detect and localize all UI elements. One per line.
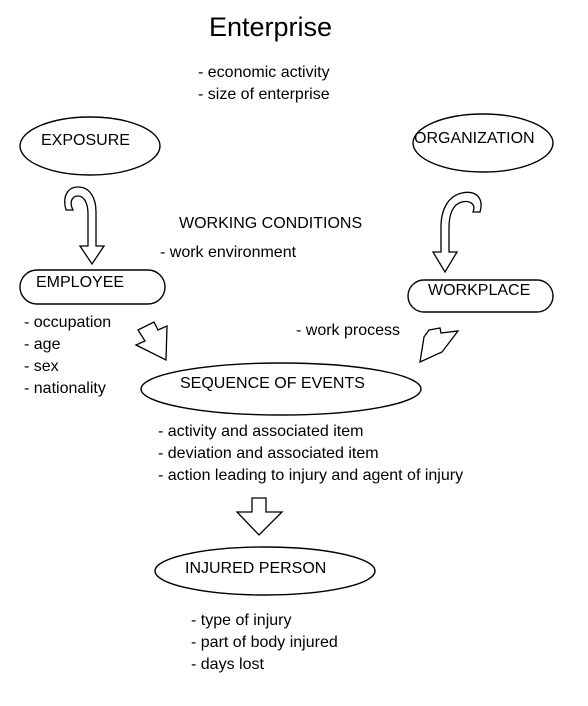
sequence-of-events-label: SEQUENCE OF EVENTS <box>180 375 365 392</box>
sequence-details: - activity and associated item - deviati… <box>158 421 463 487</box>
list-item: - action leading to injury and agent of … <box>158 467 464 484</box>
injured-person-ellipse <box>154 546 376 596</box>
list-item: - deviation and associated item <box>158 445 379 462</box>
organization-to-workplace-arrow <box>431 191 482 274</box>
working-conditions-details: - work environment <box>160 242 296 264</box>
list-item: - work process <box>296 322 401 339</box>
list-item: - age <box>24 336 61 353</box>
diagram-title: Enterprise <box>209 12 333 42</box>
list-item: - nationality <box>24 380 106 397</box>
workplace-to-sequence-arrow <box>419 327 460 364</box>
working-conditions-label: WORKING CONDITIONS <box>179 215 363 232</box>
workplace-details: - work process <box>296 320 400 342</box>
list-item: - part of body injured <box>191 634 338 651</box>
organization-ellipse <box>412 113 554 173</box>
employee-to-sequence-arrow <box>134 321 168 362</box>
injury-details: - type of injury - part of body injured … <box>191 610 338 676</box>
list-item: - occupation <box>24 314 112 331</box>
list-item: - type of injury <box>191 612 292 629</box>
workplace-box <box>407 279 554 313</box>
employee-details: - occupation - age - sex - nationality <box>24 312 111 400</box>
exposure-label: EXPOSURE <box>41 132 130 149</box>
enterprise-details: - economic activity - size of enterprise <box>198 62 330 106</box>
list-item: - sex <box>24 358 59 375</box>
list-item: - economic activity <box>198 64 330 81</box>
workplace-label: WORKPLACE <box>428 282 531 299</box>
sequence-of-events-ellipse <box>140 362 422 416</box>
list-item: - activity and associated item <box>158 423 364 440</box>
list-item: - size of enterprise <box>198 86 330 103</box>
exposure-ellipse <box>19 116 161 176</box>
list-item: - work environment <box>160 244 297 261</box>
injured-person-label: INJURED PERSON <box>185 560 327 577</box>
exposure-to-employee-arrow <box>64 186 106 266</box>
list-item: - days lost <box>191 656 264 673</box>
employee-label: EMPLOYEE <box>36 274 125 291</box>
organization-label: ORGANIZATION <box>414 130 535 147</box>
employee-box <box>19 269 166 305</box>
sequence-to-injured-arrow <box>235 497 284 536</box>
